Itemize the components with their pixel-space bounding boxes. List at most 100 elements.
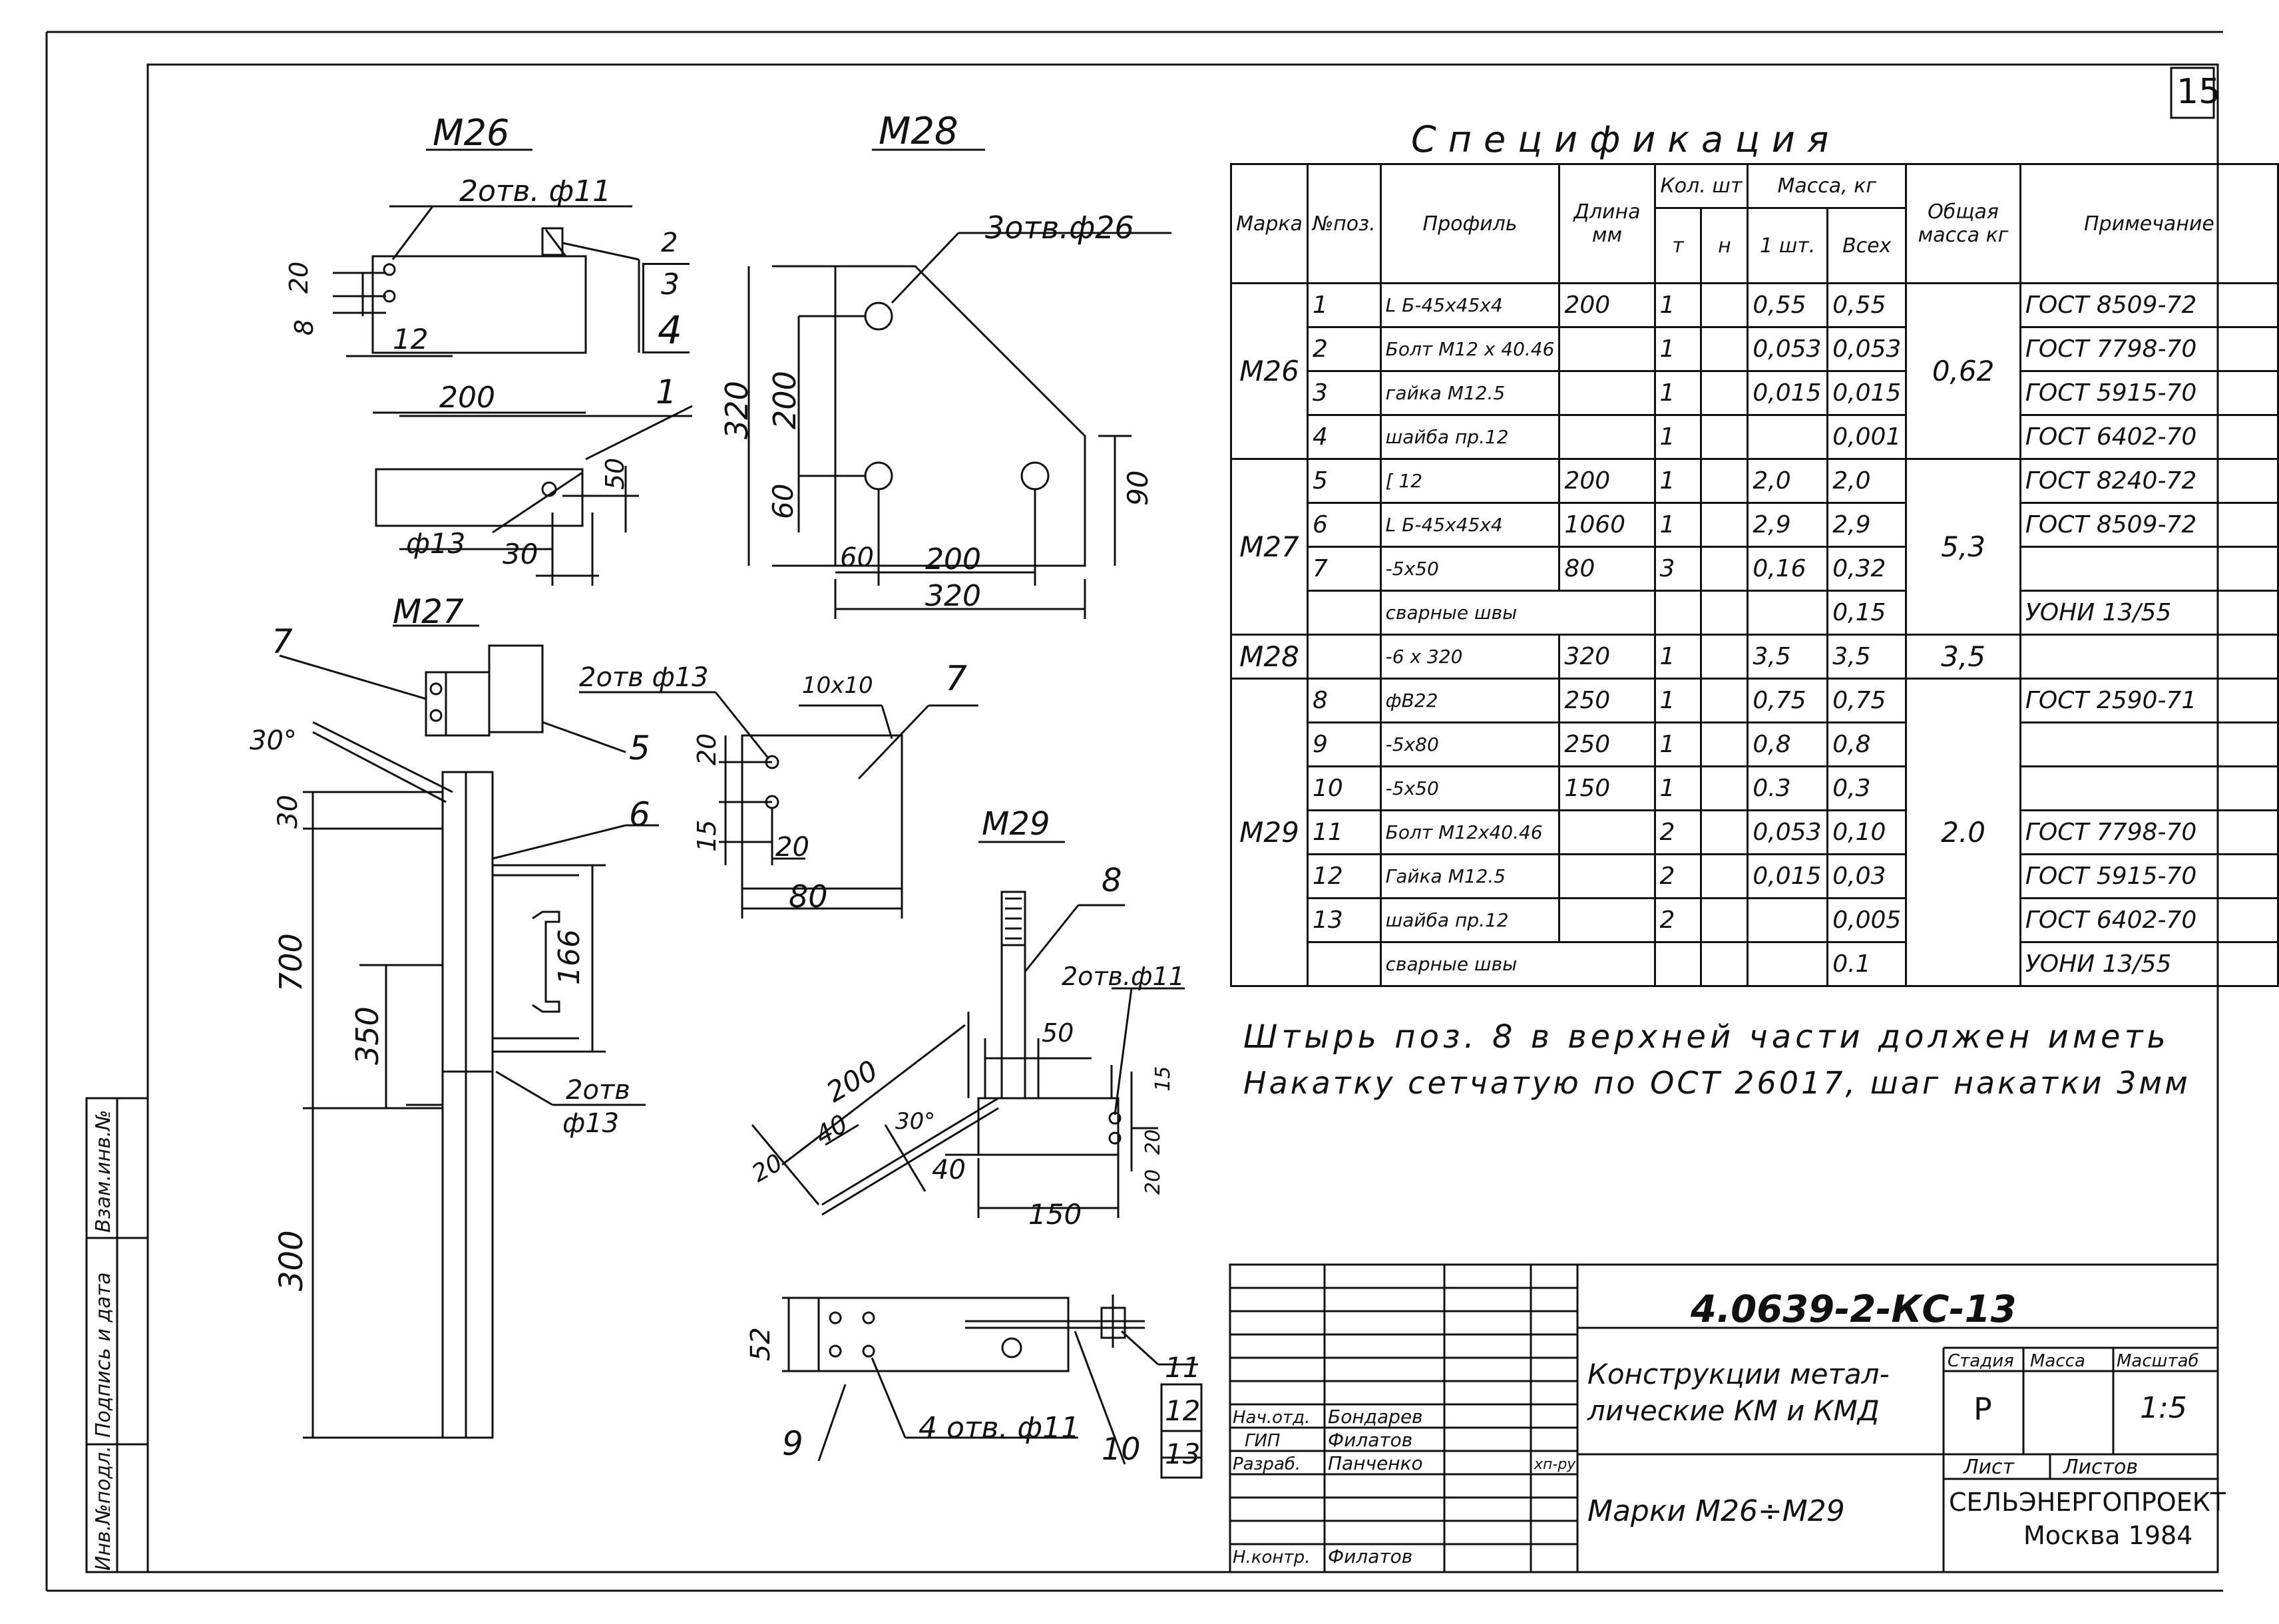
scale-value: 1:5 — [2140, 1391, 2187, 1425]
person-role: Н.контр. — [1233, 1547, 1311, 1567]
spec-mass-all: 0,10 — [1826, 809, 1908, 855]
spec-row: 11 Болт М12x40.46 2 0,053 0,10 ГОСТ 7798… — [1231, 809, 2279, 855]
spec-pos: 2 — [1306, 326, 1382, 372]
spec-qty: 1 — [1653, 414, 1703, 460]
m29-dim-50: 50 — [1042, 1018, 1074, 1048]
spec-row: 13 шайба пр.12 2 0,005 ГОСТ 6402-70 — [1231, 897, 2279, 943]
spec-mass-all: 0,8 — [1826, 721, 1908, 767]
m27-dim-300: 300 — [273, 1230, 310, 1291]
spec-qty-n — [1700, 414, 1749, 460]
m27-plate-dim-20b: 20 — [775, 832, 809, 863]
spec-length — [1558, 326, 1656, 372]
spec-mass-one — [1747, 414, 1829, 460]
spec-note: ГОСТ 8509-72 — [2019, 282, 2279, 328]
spec-qty — [1653, 590, 1703, 636]
m29-dim-52: 52 — [745, 1327, 776, 1361]
spec-note — [2019, 765, 2279, 811]
spec-note: ГОСТ 2590-71 — [2019, 678, 2279, 723]
spec-mass-all: 0,03 — [1826, 853, 1908, 899]
spec-qty-n — [1700, 809, 1749, 855]
spec-mass-one — [1747, 590, 1829, 636]
spec-pos: 12 — [1306, 853, 1382, 899]
spec-qty: 1 — [1653, 326, 1703, 372]
m27-pos-7a: 7 — [272, 622, 293, 661]
spec-length: 1060 — [1558, 502, 1656, 548]
m28-dim-320-h: 320 — [925, 579, 981, 613]
spec-length: 200 — [1558, 458, 1656, 504]
spec-row: сварные швы 0,15 УОНИ 13/55 — [1231, 590, 2279, 636]
spec-row: M29 8 фВ22 250 1 0,75 0,75 2.0 ГОСТ 2590… — [1230, 678, 2279, 987]
spec-row: 4 шайба пр.12 1 0,001 ГОСТ 6402-70 — [1231, 414, 2279, 460]
spec-mass-all: 0,15 — [1826, 590, 1908, 636]
spec-row: 7 -5x50 80 3 0,16 0,32 — [1231, 546, 2279, 592]
spec-profile: -5x50 — [1379, 546, 1561, 592]
spec-qty-n — [1700, 721, 1749, 767]
m26-pos-2: 2 — [661, 228, 678, 258]
spec-pos: 6 — [1306, 502, 1382, 548]
m29-pos-11: 11 — [1165, 1351, 1201, 1384]
note-line-1: Штырь поз. 8 в верхней части должен имет… — [1243, 1018, 2170, 1056]
spec-row: 2 Болт М12 x 40.46 1 0,053 0,053 ГОСТ 77… — [1231, 326, 2279, 372]
m29-pos-10: 10 — [1102, 1431, 1141, 1467]
spec-qty: 1 — [1653, 721, 1703, 767]
m26-pos-1: 1 — [656, 373, 677, 411]
spec-note: ГОСТ 5915-70 — [2019, 370, 2279, 416]
m29-title: M29 — [982, 805, 1050, 843]
spec-total: 3,5 — [1905, 634, 2021, 680]
spec-mass-one: 0,053 — [1747, 809, 1829, 855]
spec-subheader-row: т н 1 шт. Всех — [1231, 207, 2278, 284]
spec-mass-one: 2,0 — [1747, 458, 1829, 504]
m27-holes-a: 2отв ф13 — [579, 662, 709, 693]
spec-mass-all: 0,32 — [1826, 546, 1908, 592]
m27-dim-30: 30 — [273, 795, 304, 829]
spec-length — [1558, 809, 1656, 855]
m26-dim-30: 30 — [503, 538, 538, 570]
m28-dim-200-h: 200 — [925, 542, 981, 576]
col-mass: Масса, кг — [1747, 163, 1908, 209]
spec-profile: L Б-45x45x4 — [1379, 282, 1561, 328]
spec-note — [2019, 721, 2279, 767]
spec-profile: -6 x 320 — [1379, 634, 1561, 680]
spec-pos: 1 — [1306, 282, 1382, 328]
person-role: Нач.отд. — [1233, 1408, 1311, 1428]
spec-mass-one — [1747, 897, 1829, 943]
spec-qty-n — [1700, 590, 1749, 636]
spec-mass-all: 2,0 — [1826, 458, 1908, 504]
spec-note: ГОСТ 5915-70 — [2019, 853, 2279, 899]
spec-qty — [1653, 941, 1703, 987]
spec-length — [1558, 853, 1656, 899]
m29-pos-12: 12 — [1165, 1394, 1201, 1427]
m29-dim-15: 15 — [1151, 1066, 1175, 1092]
spec-length — [1558, 414, 1656, 460]
spec-length — [1558, 370, 1656, 416]
spec-qty-n — [1700, 326, 1749, 372]
spec-mass-all: 0,015 — [1826, 370, 1908, 416]
drawing-code: 4.0639-2-КС-13 — [1691, 1288, 2017, 1331]
col-mass-all: Всех — [1826, 207, 1908, 284]
col-note: Примечание — [2019, 163, 2279, 284]
spec-mass-one: 0,015 — [1747, 370, 1829, 416]
m26-dim-8: 8 — [290, 319, 319, 336]
organization: СЕЛЬЭНЕРГОПРОЕКТ — [1949, 1488, 2226, 1517]
spec-pos — [1306, 590, 1382, 636]
scale-label: Масштаб — [2117, 1351, 2199, 1371]
m26-holes-label: 2отв. ф11 — [459, 174, 612, 208]
spec-qty: 2 — [1653, 853, 1703, 899]
spec-mass-all: 0.1 — [1826, 941, 1908, 987]
spec-header-row: Марка №поз. Профиль Длина мм Кол. шт Мас… — [1230, 163, 2279, 284]
spec-qty: 2 — [1653, 897, 1703, 943]
spec-note: ГОСТ 6402-70 — [2019, 414, 2279, 460]
m28-dim-90: 90 — [1122, 470, 1154, 506]
spec-title: Спецификация — [1411, 118, 1841, 160]
spec-qty: 1 — [1653, 458, 1703, 504]
m26-pos-3: 3 — [661, 268, 680, 302]
m27-holes-b-1: 2отв — [566, 1075, 630, 1106]
spec-profile: Гайка М12.5 — [1379, 853, 1561, 899]
m27-pos-6: 6 — [629, 795, 650, 834]
repl-inv-label: Взам.инв.№ — [92, 1110, 115, 1233]
spec-mass-one — [1747, 941, 1829, 987]
spec-row: сварные швы 0.1 УОНИ 13/55 — [1231, 941, 2279, 987]
m26-dim-20: 20 — [284, 261, 314, 294]
spec-qty-n — [1700, 502, 1749, 548]
